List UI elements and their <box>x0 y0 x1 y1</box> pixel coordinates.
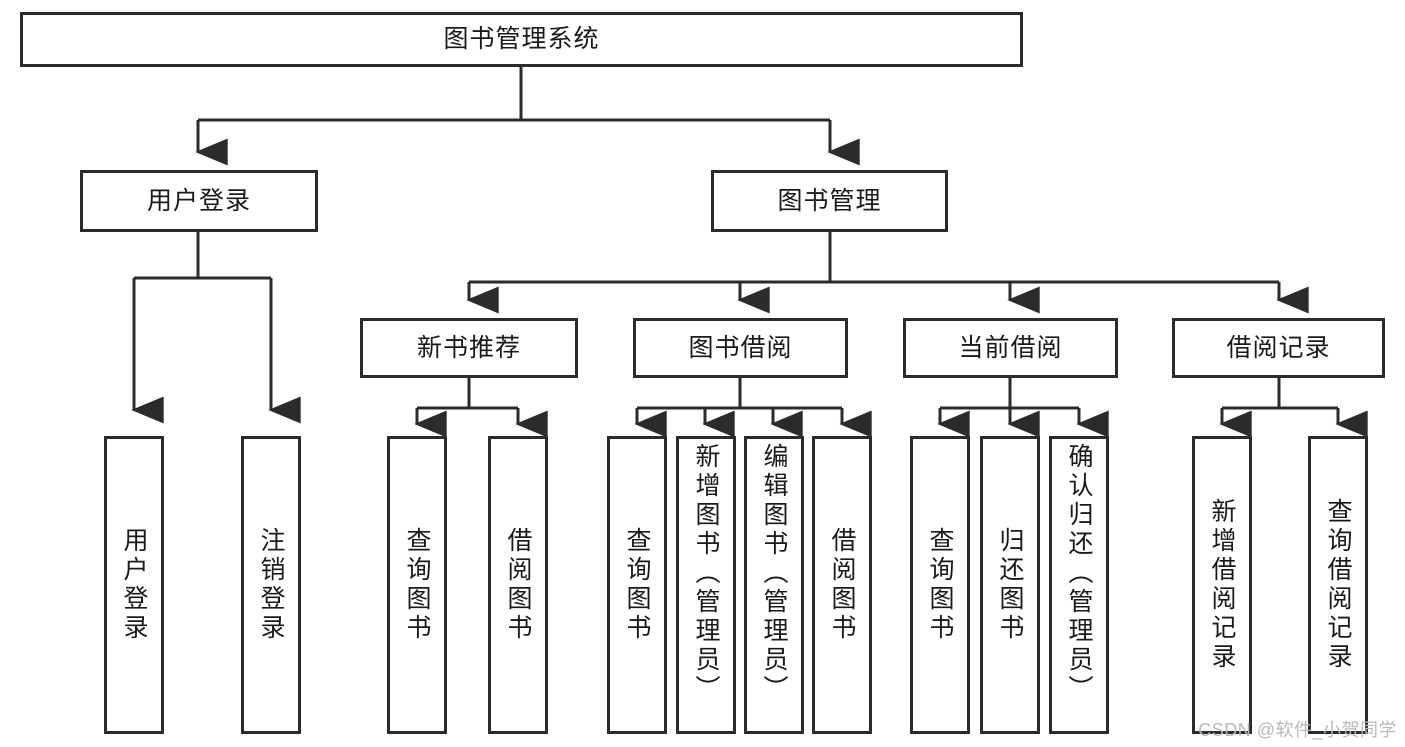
leaf-borrow-record-query-record[interactable]: 查询借阅记录 <box>1308 436 1368 734</box>
leaf-borrow-record-add-record[interactable]: 新增借阅记录 <box>1192 436 1252 734</box>
leaf-new-book-query-book[interactable]: 查询图书 <box>387 436 447 734</box>
node-new-book-recommend-label: 新书推荐 <box>416 333 521 362</box>
node-user-login-label: 用户登录 <box>146 186 251 215</box>
leaf-book-borrow-edit-book[interactable]: 编辑图书（管理员） <box>744 436 804 734</box>
leaf-book-borrow-borrow-book[interactable]: 借阅图书 <box>812 436 872 734</box>
node-new-book-recommend[interactable]: 新书推荐 <box>360 318 578 378</box>
node-root[interactable]: 图书管理系统 <box>20 12 1023 67</box>
node-borrow-record-label: 借阅记录 <box>1226 333 1331 362</box>
node-current-borrow-label: 当前借阅 <box>958 333 1063 362</box>
leaf-user-login-login-label: 用户登录 <box>120 527 148 643</box>
node-root-label: 图书管理系统 <box>443 25 600 54</box>
csdn-watermark: CSDN @软件_小贺同学 <box>1198 720 1397 740</box>
leaf-current-borrow-return-book[interactable]: 归还图书 <box>980 436 1040 734</box>
leaf-new-book-query-book-label: 查询图书 <box>403 527 431 643</box>
leaf-current-borrow-confirm-return[interactable]: 确认归还（管理员） <box>1049 436 1109 734</box>
leaf-user-login-logout-label: 注销登录 <box>257 527 285 643</box>
node-book-management[interactable]: 图书管理 <box>711 170 948 232</box>
leaf-book-borrow-add-book[interactable]: 新增图书（管理员） <box>676 436 736 734</box>
leaf-book-borrow-edit-book-label: 编辑图书（管理员） <box>760 443 788 704</box>
leaf-current-borrow-query-book-label: 查询图书 <box>926 527 954 643</box>
node-book-borrow[interactable]: 图书借阅 <box>633 318 848 378</box>
leaf-user-login-login[interactable]: 用户登录 <box>104 436 164 734</box>
leaf-current-borrow-return-book-label: 归还图书 <box>996 527 1024 643</box>
leaf-current-borrow-query-book[interactable]: 查询图书 <box>910 436 970 734</box>
leaf-borrow-record-query-record-label: 查询借阅记录 <box>1324 498 1352 672</box>
leaf-book-borrow-add-book-label: 新增图书（管理员） <box>692 443 720 704</box>
leaf-book-borrow-query-book[interactable]: 查询图书 <box>607 436 667 734</box>
leaf-borrow-record-add-record-label: 新增借阅记录 <box>1208 498 1236 672</box>
leaf-new-book-borrow-book-label: 借阅图书 <box>504 527 532 643</box>
leaf-current-borrow-confirm-return-label: 确认归还（管理员） <box>1065 443 1093 704</box>
leaf-book-borrow-borrow-book-label: 借阅图书 <box>828 527 856 643</box>
leaf-user-login-logout[interactable]: 注销登录 <box>241 436 301 734</box>
node-book-management-label: 图书管理 <box>777 186 882 215</box>
node-borrow-record[interactable]: 借阅记录 <box>1172 318 1385 378</box>
node-user-login[interactable]: 用户登录 <box>80 170 318 232</box>
leaf-new-book-borrow-book[interactable]: 借阅图书 <box>488 436 548 734</box>
node-book-borrow-label: 图书借阅 <box>688 333 793 362</box>
node-current-borrow[interactable]: 当前借阅 <box>903 318 1118 378</box>
leaf-book-borrow-query-book-label: 查询图书 <box>623 527 651 643</box>
